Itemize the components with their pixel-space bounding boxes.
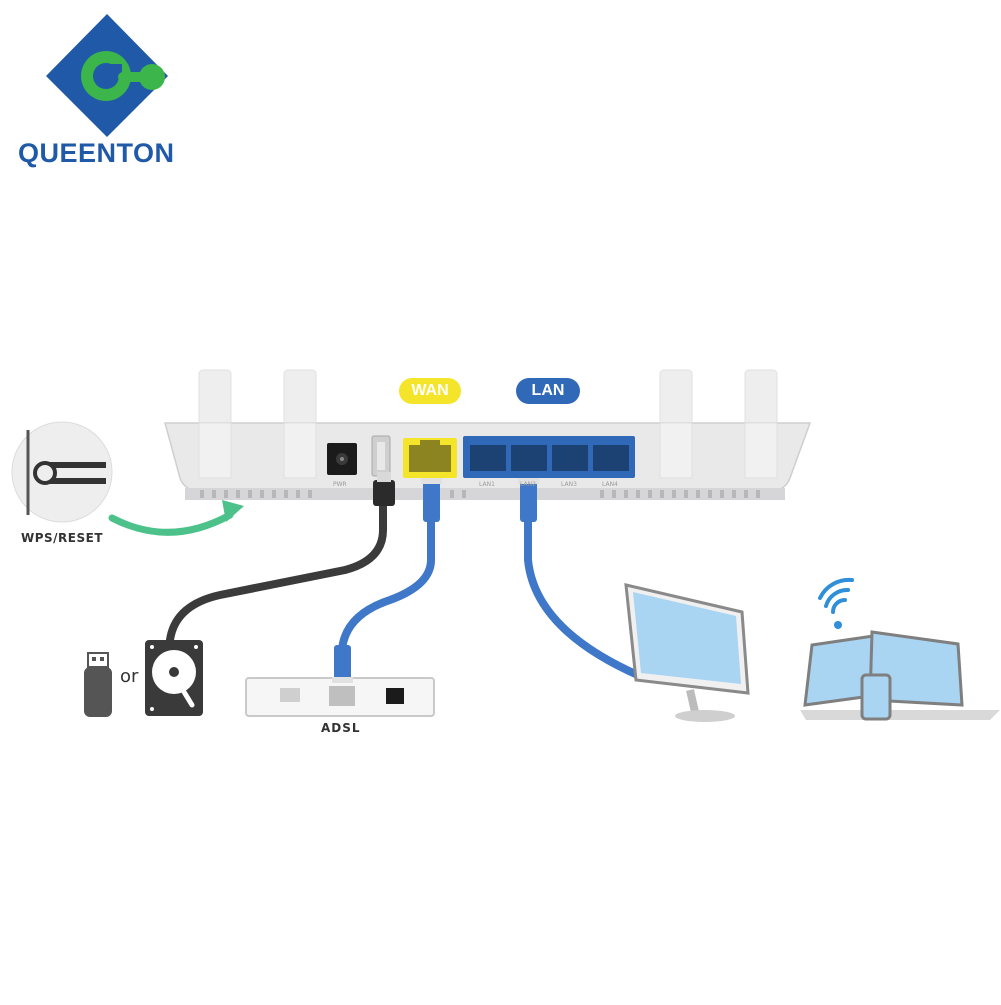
wifi-dot-icon xyxy=(834,621,842,629)
power-port-label: PWR xyxy=(333,481,347,488)
lan-port-label-2: LAN2 xyxy=(520,481,536,488)
usb-drive-icon xyxy=(84,652,112,717)
usb-port xyxy=(371,435,391,477)
brand-name: QUEENTON xyxy=(18,138,175,168)
lan-label: LAN xyxy=(516,378,580,404)
laptop-icon xyxy=(800,630,1000,720)
lan-port-label-1: LAN1 xyxy=(479,481,495,488)
power-port xyxy=(327,443,357,475)
adsl-label: ADSL xyxy=(321,721,361,735)
monitor-icon xyxy=(624,583,750,722)
hard-disk-icon xyxy=(145,640,203,716)
wan-cable xyxy=(338,478,442,654)
queenton-logo-icon xyxy=(46,14,168,137)
usb-cable xyxy=(166,472,395,644)
adsl-modem-icon xyxy=(245,645,435,717)
wan-label: WAN xyxy=(399,378,461,404)
wan-port xyxy=(403,438,457,478)
lan-port-label-3: LAN3 xyxy=(561,481,577,488)
arrow-to-button xyxy=(108,500,244,536)
lan-port-label-4: LAN4 xyxy=(602,481,618,488)
lan-ports xyxy=(463,436,635,478)
wifi-icon xyxy=(818,577,854,614)
wps-reset-button-icon xyxy=(11,421,113,523)
or-label: or xyxy=(120,666,139,687)
router xyxy=(164,422,812,500)
lan-cable xyxy=(518,478,644,680)
wps-reset-label: WPS/RESET xyxy=(21,531,104,545)
phone-icon xyxy=(860,673,892,721)
